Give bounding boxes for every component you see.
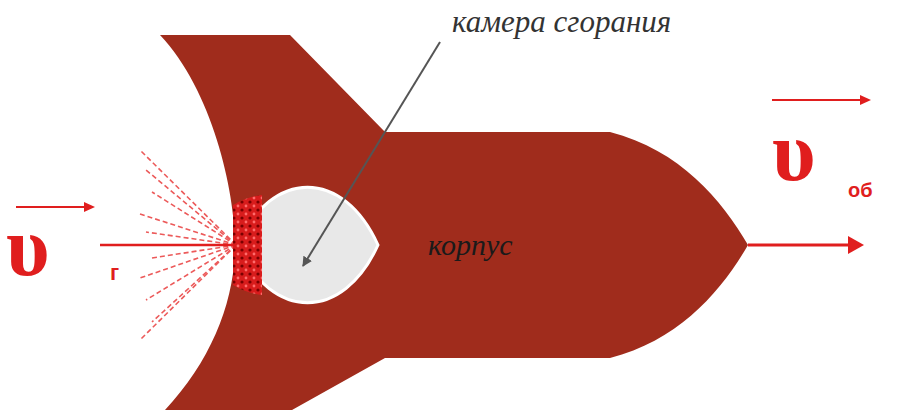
velocity-symbol: υ xyxy=(6,205,50,289)
velocity-symbol: υ xyxy=(772,110,816,194)
velocity-subscript: г xyxy=(110,262,119,284)
rocket-body xyxy=(160,35,748,410)
exhaust-line xyxy=(146,232,236,245)
vector-bar xyxy=(772,99,862,101)
exhaust-line xyxy=(146,170,236,245)
velocity-subscript: об xyxy=(848,180,873,200)
jet-axis xyxy=(100,244,236,247)
arrow-head xyxy=(848,236,864,254)
exhaust-line xyxy=(140,150,236,245)
exhaust-line xyxy=(140,214,236,245)
part-label: камера сгорания xyxy=(452,6,671,37)
exhaust-line xyxy=(152,192,236,245)
arrow-head xyxy=(860,95,871,105)
arrow-head xyxy=(84,202,95,212)
velocity-arrow xyxy=(748,244,850,247)
exhaust-line xyxy=(140,245,236,278)
nozzle-flame xyxy=(233,195,262,295)
exhaust-line xyxy=(146,245,236,300)
leader-line xyxy=(303,42,440,266)
part-label: корпус xyxy=(428,230,513,260)
